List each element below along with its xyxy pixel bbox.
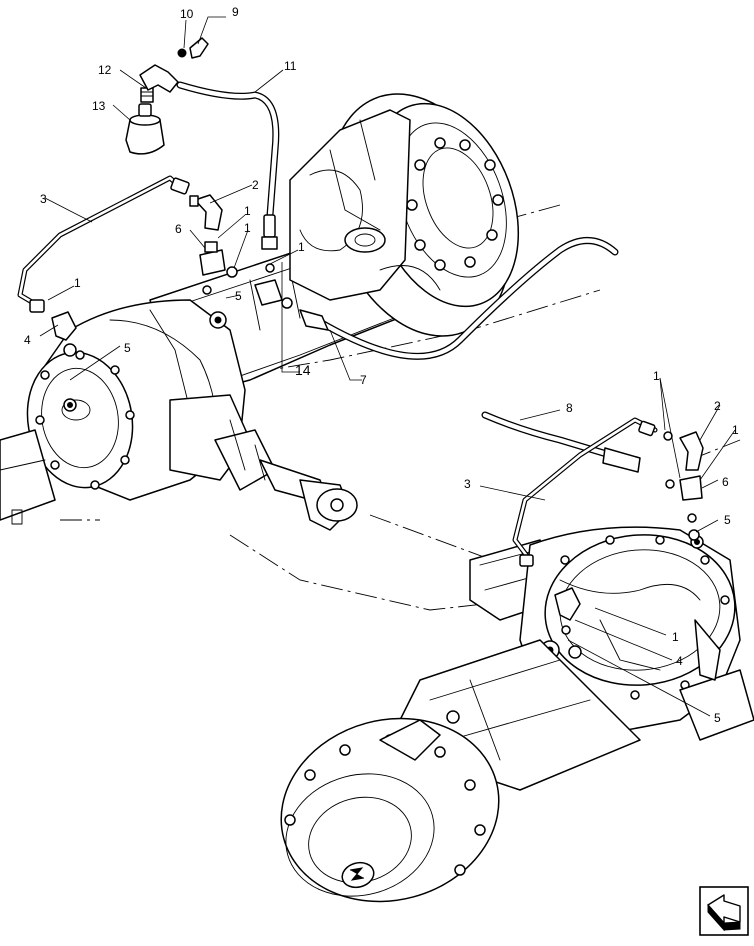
hose-8 xyxy=(481,411,641,473)
tee-14 xyxy=(254,263,293,309)
pipe-3-upper xyxy=(17,175,190,313)
pipe-3-lower xyxy=(512,417,658,567)
callout-1-upper-d: 1 xyxy=(74,276,81,290)
callout-12: 12 xyxy=(98,63,112,77)
callout-5-lower-a: 5 xyxy=(724,513,731,527)
callout-1-upper-c: 1 xyxy=(298,240,305,254)
callout-2-upper: 2 xyxy=(252,178,259,192)
callout-labels: 10 9 11 12 13 3 2 1 6 1 5 1 1 4 5 14 7 1… xyxy=(24,5,739,725)
callout-5-upper-a: 5 xyxy=(235,289,242,303)
callout-1-lower-b: 1 xyxy=(732,423,739,437)
reservoir-13 xyxy=(125,103,165,155)
leader-lines xyxy=(39,16,736,717)
hub-bolts-upper xyxy=(406,137,504,271)
tee-6-upper xyxy=(199,241,238,295)
callout-4-lower: 4 xyxy=(676,654,683,668)
callout-7: 7 xyxy=(360,373,367,387)
callout-10: 10 xyxy=(180,7,194,21)
elbow-2-lower xyxy=(663,431,704,471)
callout-3-lower: 3 xyxy=(464,477,471,491)
callout-2-lower: 2 xyxy=(714,399,721,413)
diff-flange-bolts xyxy=(35,350,135,490)
callout-5-upper-b: 5 xyxy=(124,341,131,355)
tee-6-lower xyxy=(665,475,703,541)
hose-11 xyxy=(176,81,280,250)
callout-1-lower-c: 1 xyxy=(672,630,679,644)
callout-4-upper: 4 xyxy=(24,333,31,347)
elbow-4-upper xyxy=(51,311,77,341)
elbow-4-lower xyxy=(554,587,581,635)
hose-7 xyxy=(299,237,619,360)
callout-1-lower-a: 1 xyxy=(653,369,660,383)
callout-6-upper: 6 xyxy=(175,222,182,236)
direction-arrow-icon[interactable] xyxy=(699,886,749,936)
callout-1-upper-a: 1 xyxy=(244,204,251,218)
callout-13: 13 xyxy=(92,99,106,113)
callout-5-lower-b: 5 xyxy=(714,711,721,725)
elbow-2-upper xyxy=(189,194,223,231)
callout-1-upper-b: 1 xyxy=(244,221,251,235)
elbow-fitting-top xyxy=(139,64,179,93)
callout-3-upper: 3 xyxy=(40,192,47,206)
callout-8: 8 xyxy=(566,401,573,415)
callout-11: 11 xyxy=(284,59,297,73)
callout-6-lower: 6 xyxy=(722,475,729,489)
lower-axle-assembly xyxy=(280,526,754,903)
callout-9: 9 xyxy=(232,5,239,19)
fitting-12 xyxy=(140,87,154,103)
clip-9-10 xyxy=(177,37,209,59)
callout-14: 14 xyxy=(295,362,311,378)
upper-axle-assembly xyxy=(0,93,520,531)
